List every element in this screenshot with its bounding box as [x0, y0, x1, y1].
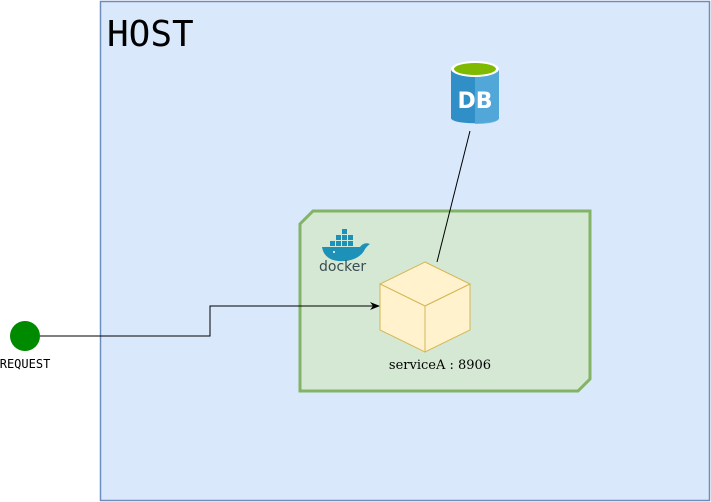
request-service-connector[interactable]: [40, 302, 380, 337]
docker-container[interactable]: docker serviceA : 8906: [298, 209, 592, 393]
service-cube[interactable]: [378, 261, 472, 353]
request-label: REQUEST: [0, 357, 50, 371]
host-title: HOST: [107, 14, 194, 55]
docker-logo-text: docker: [319, 259, 366, 275]
service-db-connector[interactable]: [436, 130, 471, 263]
request-circle[interactable]: [10, 321, 40, 351]
service-label: serviceA : 8906: [389, 358, 491, 373]
db-label: DB: [457, 89, 492, 114]
db-cylinder-top-inner: [454, 63, 496, 75]
docker-icon: docker: [319, 229, 370, 275]
service-cube-right: [424, 283, 471, 353]
database-icon[interactable]: DB: [451, 61, 499, 124]
db-cylinder-right-shade: [475, 69, 499, 124]
request-node[interactable]: REQUEST: [0, 321, 50, 371]
